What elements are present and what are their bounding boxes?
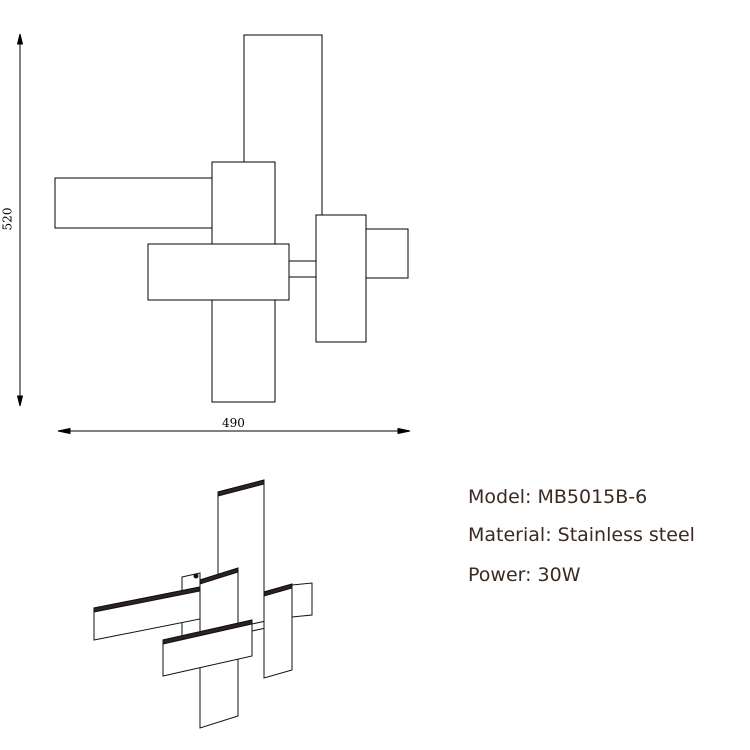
panel-right-vertical bbox=[315, 214, 367, 343]
height-dimension-label: 520 bbox=[0, 207, 15, 231]
persp-panel-right-small bbox=[291, 582, 313, 618]
panel-right-horizontal bbox=[359, 228, 409, 279]
spec-material: Material: Stainless steel bbox=[468, 524, 695, 546]
persp-panel-right-vertical bbox=[263, 583, 293, 679]
height-dimension bbox=[16, 33, 24, 407]
width-dimension-label: 490 bbox=[222, 416, 245, 430]
width-dimension bbox=[57, 427, 411, 435]
panel-left-horizontal bbox=[54, 177, 216, 229]
panel-middle-horizontal bbox=[147, 243, 290, 301]
spec-power: Power: 30W bbox=[468, 564, 581, 586]
spec-model: Model: MB5015B-6 bbox=[468, 486, 648, 508]
